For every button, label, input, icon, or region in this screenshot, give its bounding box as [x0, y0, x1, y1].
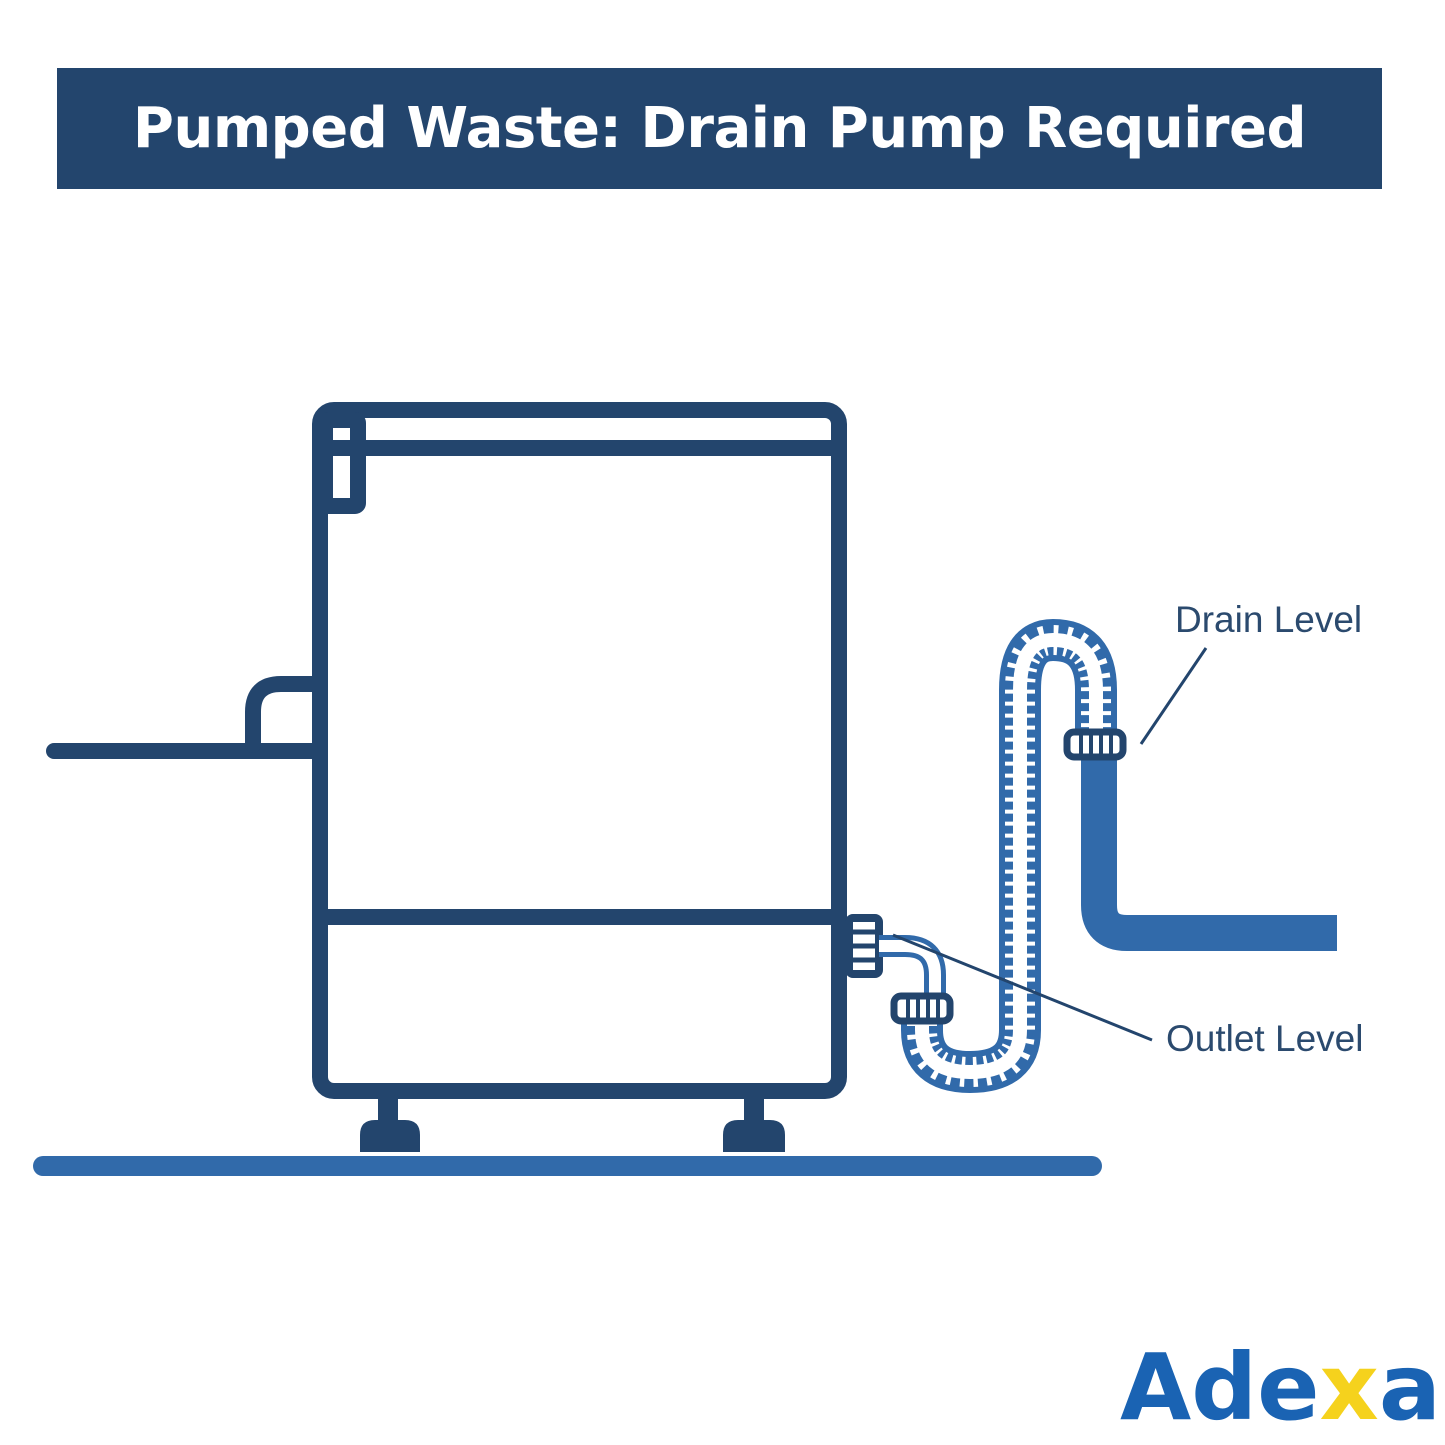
drain-level-label: Drain Level: [1175, 599, 1362, 640]
drain-pipe: [1081, 752, 1337, 951]
lower-hose-clamp: [890, 992, 954, 1025]
title-banner: Pumped Waste: Drain Pump Required: [57, 68, 1382, 189]
upper-hose-clamp: [1063, 728, 1127, 761]
dishwasher: [312, 402, 847, 1099]
machine-feet: [360, 1095, 785, 1152]
countertop: [46, 676, 326, 759]
svg-text:Adexa: Adexa: [1120, 1334, 1441, 1441]
page-title: Pumped Waste: Drain Pump Required: [132, 96, 1307, 161]
brand-part-x: x: [1319, 1334, 1378, 1441]
drain-level-leader: [1139, 647, 1208, 745]
outlet-level-label: Outlet Level: [1166, 1018, 1363, 1059]
outlet-level-leader: [892, 933, 1153, 1042]
brand-part-e: e: [1257, 1334, 1319, 1441]
brand-part-a: a: [1379, 1334, 1441, 1441]
outlet-fitting: [845, 914, 883, 978]
adexa-logo: Adexa: [1120, 1334, 1441, 1441]
brand-part-ad: Ad: [1120, 1334, 1257, 1441]
